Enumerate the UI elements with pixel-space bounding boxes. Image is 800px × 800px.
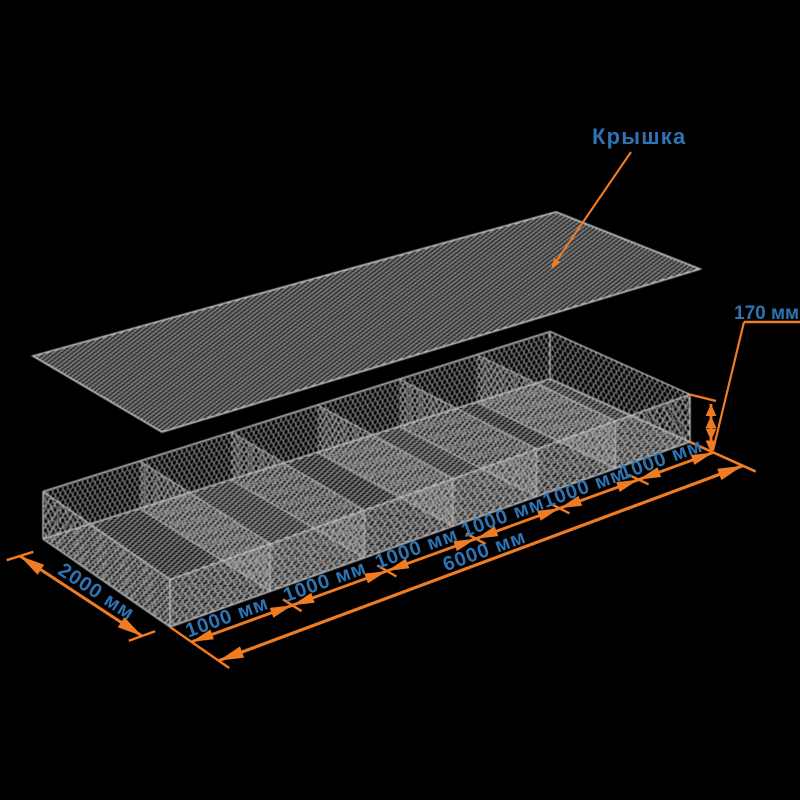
svg-text:Крышка: Крышка [592,124,686,149]
svg-text:170 мм: 170 мм [734,303,799,324]
